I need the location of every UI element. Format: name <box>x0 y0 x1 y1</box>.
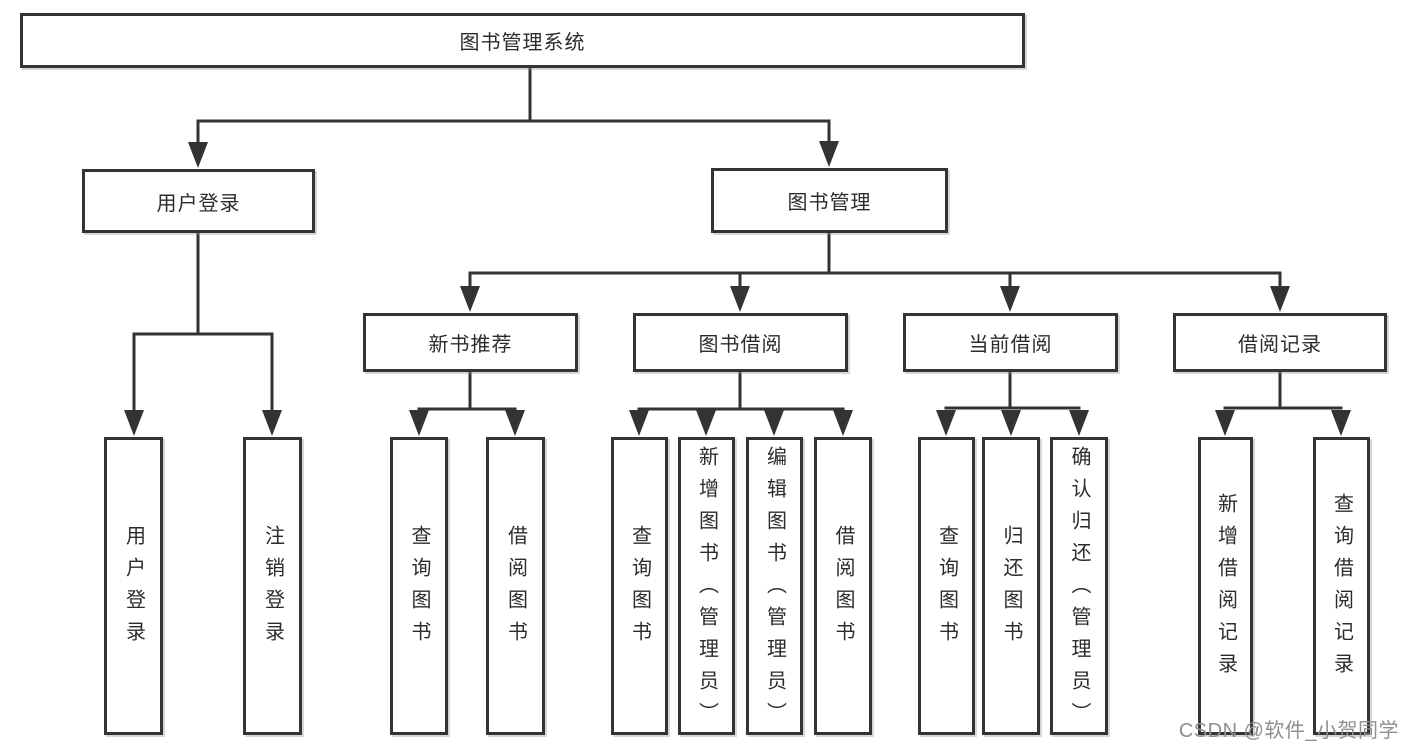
leaf-borrow-book-2: 借阅图书 <box>814 437 872 735</box>
arrow-leaf-user-login <box>124 410 144 436</box>
leaf-query-book-2: 查询图书 <box>611 437 668 735</box>
leaf-edit-book: 编辑图书（管理员） <box>746 437 803 735</box>
arrow-book-mgmt <box>819 141 839 167</box>
arrow-new-book-rec <box>460 286 480 312</box>
arrowheads <box>124 141 1351 436</box>
leaf-logout: 注销登录 <box>243 437 302 735</box>
leaf-query-book-3: 查询图书 <box>918 437 975 735</box>
arrow-leaf-query-2 <box>629 410 649 436</box>
arrow-leaf-query-record <box>1331 410 1351 436</box>
leaf-add-borrow-record: 新增借阅记录 <box>1198 437 1253 735</box>
arrow-leaf-borrow-1 <box>505 410 525 436</box>
arrow-book-borrow <box>730 286 750 312</box>
arrow-leaf-query-3 <box>936 410 956 436</box>
node-borrow-records: 借阅记录 <box>1173 313 1387 372</box>
arrow-leaf-logout <box>262 410 282 436</box>
node-book-mgmt: 图书管理 <box>711 168 948 233</box>
node-book-borrow: 图书借阅 <box>633 313 848 372</box>
arrow-leaf-borrow-2 <box>833 410 853 436</box>
arrow-current-borrow <box>1000 286 1020 312</box>
leaf-confirm-return: 确认归还（管理员） <box>1050 437 1108 735</box>
node-user-login: 用户登录 <box>82 169 315 233</box>
leaf-return-book: 归还图书 <box>982 437 1040 735</box>
node-current-borrow: 当前借阅 <box>903 313 1118 372</box>
arrow-leaf-confirm-return <box>1069 410 1089 436</box>
arrow-user-login <box>188 142 208 168</box>
node-new-book-rec: 新书推荐 <box>363 313 578 372</box>
leaf-query-borrow-record: 查询借阅记录 <box>1313 437 1370 735</box>
arrow-leaf-query-1 <box>409 410 429 436</box>
node-root: 图书管理系统 <box>20 13 1025 68</box>
arrow-leaf-edit-book <box>764 410 784 436</box>
arrow-borrow-records <box>1270 286 1290 312</box>
arrow-leaf-add-book <box>696 410 716 436</box>
leaf-borrow-book-1: 借阅图书 <box>486 437 545 735</box>
arrow-leaf-add-record <box>1215 410 1235 436</box>
leaf-user-login: 用户登录 <box>104 437 163 735</box>
arrow-leaf-return <box>1001 410 1021 436</box>
leaf-query-book-1: 查询图书 <box>390 437 448 735</box>
leaf-add-book: 新增图书（管理员） <box>678 437 735 735</box>
